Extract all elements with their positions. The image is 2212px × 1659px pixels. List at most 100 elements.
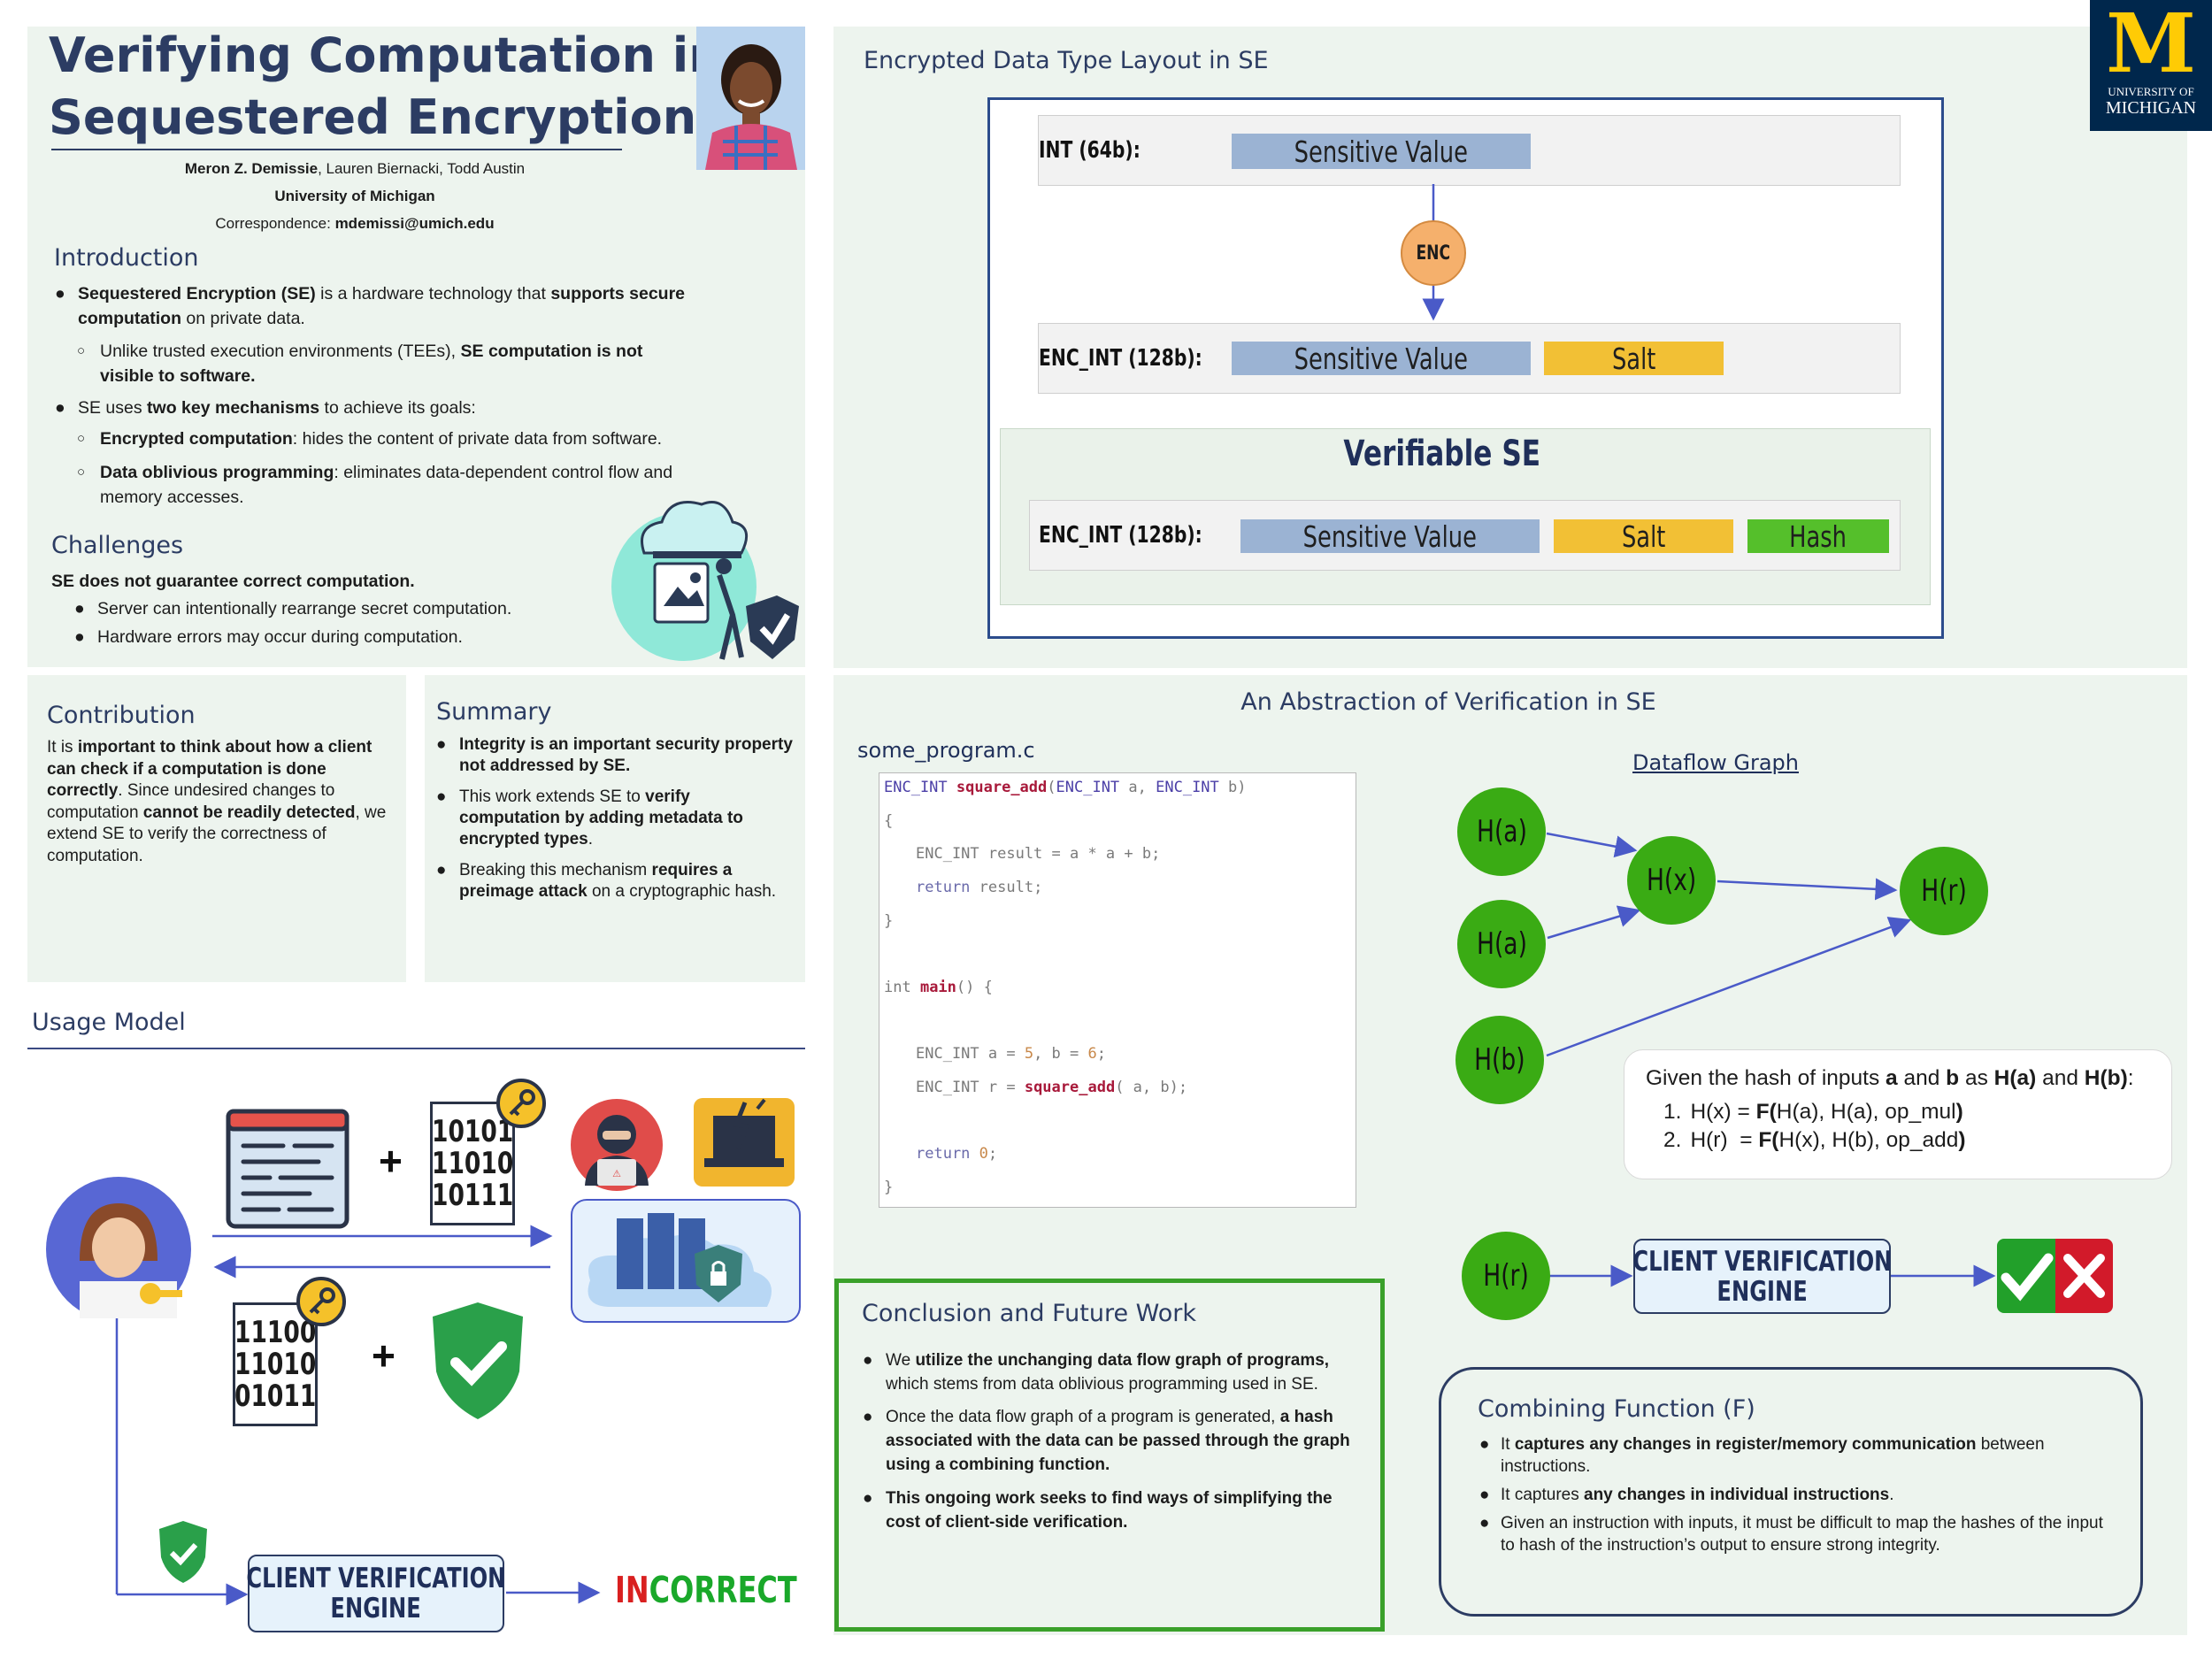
int-sensitive-field: Sensitive Value [1232,134,1531,169]
challenges-b2: Hardware errors may occur during computa… [97,627,463,647]
code-line-6: int main() { [884,979,993,996]
dataflow-edges [1546,832,1912,1057]
node-hx: H(x) [1627,836,1716,925]
summary-panel [425,675,805,982]
usage-engine-line-2: ENGINE [330,1593,422,1624]
summary-b3b: requires a preimage attack [459,861,733,901]
node-hx-label: H(x) [1646,863,1697,898]
intro-b5b: : eliminates data-dependent control flow… [100,463,673,507]
int-label: INT (64b): [1039,137,1169,164]
intro-bullet-2: ○ Unlike trusted execution environments … [77,339,684,388]
bullet-dot: ● [863,1408,873,1426]
intro-bullet-3: ● SE uses two key mechanisms to achieve … [55,396,715,420]
combining-heading: Combining Function (F) [1478,1395,1755,1423]
intro-b1b: is a hardware technology that [315,284,551,303]
code-line-2: { [884,812,894,830]
logo-line-2: MICHIGAN [2105,98,2197,118]
combining-bullet-1: ●It captures any changes in register/mem… [1479,1433,2120,1478]
conclusion-heading: Conclusion and Future Work [862,1300,1197,1327]
usage-heading: Usage Model [32,1009,186,1036]
title-line-1: Verifying Computation in [49,27,723,83]
correspondence-label: Correspondence: [215,215,331,232]
user-avatar-icon [44,1177,195,1322]
correspondence-email[interactable]: mdemissi@umich.edu [334,215,495,232]
node-hr-output: H(r) [1462,1232,1550,1320]
bits-bottom-2: 11010 [234,1347,317,1382]
challenges-lead: SE does not guarantee correct computatio… [51,572,415,591]
bullet-dot: ● [1479,1435,1490,1454]
intro-bullet-5: ○ Data oblivious programming: eliminates… [77,460,719,510]
incorrect-result-text: INCORRECT [615,1568,797,1612]
enc-sensitive-field: Sensitive Value [1232,341,1531,376]
contribution-t1: It is [47,738,78,757]
plus-sign-bottom: + [372,1333,396,1379]
given-b: a [1886,1066,1898,1090]
enc-sensitive-text: Sensitive Value [1294,341,1469,376]
challenges-bullet-1: ● Server can intentionally rearrange secr… [74,596,557,621]
document-icon [226,1109,349,1229]
authors: Meron Z. Demissie, Lauren Biernacki, Tod… [27,160,682,178]
eq1-args: H(a), H(a), op_mul [1776,1100,1956,1124]
code-line-8: ENC_INT r = square_add( a, b); [916,1079,1188,1096]
cross-icon [2055,1239,2113,1313]
bullet-dot: ● [863,1351,873,1370]
summary-b2c: . [588,830,594,849]
verifiable-enc-int-label-text: ENC_INT (128b): [1039,522,1202,549]
eq1-lhs: H(x) = [1690,1100,1756,1124]
challenges-b1: Server can intentionally rearrange secre… [97,599,512,618]
enc-int-label: ENC_INT (128b): [1039,345,1248,372]
result-word: CORRECT [649,1569,797,1611]
code-line-5: } [884,912,894,930]
intro-b1d: on private data. [181,309,305,328]
author-photo [696,27,805,170]
engine-line-2: ENGINE [1717,1275,1808,1308]
svg-text:⚠: ⚠ [612,1168,621,1179]
contribution-panel [27,675,406,982]
conclusion-b2b: a hash associated with the data can be p… [886,1408,1350,1474]
summary-b3a: Breaking this mechanism [459,861,652,879]
bullet-dot: ● [1479,1514,1490,1532]
intro-heading: Introduction [54,244,199,272]
summary-b3c: on a cryptographic hash. [587,882,777,901]
eq2-f: F( [1758,1128,1779,1152]
title-line-2: Sequestered Encryption [49,89,697,145]
incorrect-result: INCORRECT [615,1568,827,1612]
verifiable-hash-text: Hash [1789,518,1847,554]
equation-1: 1.H(x) = F(H(a), H(a), op_mul) [1663,1100,1963,1125]
broken-laptop-icon [694,1098,795,1187]
verifiable-salt-text: Salt [1621,518,1666,554]
contribution-text: It is important to think about how a cli… [47,737,401,867]
conclusion-b1b: utilize the unchanging data flow graph o… [915,1351,1330,1370]
result-prefix: IN [615,1569,649,1611]
bullet-dot: ● [74,599,85,618]
enc-salt-text: Salt [1611,341,1656,376]
contribution-t4: cannot be readily detected [142,803,356,822]
enc-salt-field: Salt [1544,341,1724,376]
combining-b1c: between instructions. [1501,1435,2045,1476]
umich-logo: M UNIVERSITY OF MICHIGAN [2090,0,2212,131]
eq1-close: ) [1955,1100,1963,1124]
given-d: b [1946,1066,1960,1090]
key-icon [495,1078,547,1129]
combining-b2b: any changes in individual instructions [1584,1486,1890,1504]
node-hb: H(b) [1455,1016,1544,1104]
server-cloud-icon [571,1199,801,1323]
conclusion-b2a: Once the data flow graph of a program is… [886,1408,1280,1426]
engine-arrows [1544,1264,1996,1287]
eq2-num: 2. [1663,1128,1682,1152]
intro-b2a: Unlike trusted execution environments (T… [100,342,461,361]
given-g: and [2036,1066,2085,1090]
conclusion-b1c: which stems from data oblivious programm… [886,1375,1318,1394]
title-underline [51,149,622,150]
bullet-dot: ● [436,735,447,754]
client-verification-engine: CLIENT VERIFICATION ENGINE [1632,1239,1892,1314]
summary-b2b: verify computation by adding metadata to… [459,787,743,849]
plus-sign-top: + [379,1138,403,1184]
intro-b4b: : hides the content of private data from… [292,429,663,449]
code-line-10: } [884,1179,894,1196]
node-ha-1-label: H(a) [1476,814,1527,849]
bits-top-1: 10101 [431,1114,514,1149]
contribution-t3: . Since undesired changes to computation [47,781,335,822]
enc-node-text: ENC [1416,242,1451,265]
node-hr-output-label: H(r) [1483,1258,1529,1294]
